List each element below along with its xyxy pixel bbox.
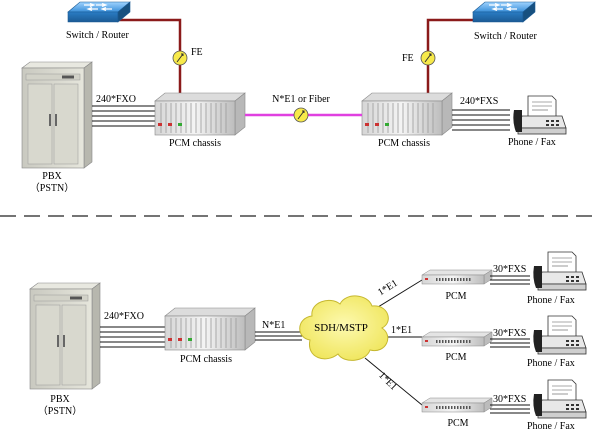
pcm-unit-1-icon bbox=[421, 269, 493, 285]
pcm-label-3: PCM bbox=[447, 418, 469, 429]
fe-converter-right-icon bbox=[420, 50, 436, 66]
switch-router-right-label: Switch / Router bbox=[474, 31, 537, 42]
pcm-unit-3-icon bbox=[421, 397, 493, 413]
pcm-chassis-left-label: PCM chassis bbox=[169, 138, 221, 149]
ne1-lines bbox=[255, 331, 302, 341]
ne1-label: N*E1 bbox=[262, 320, 286, 331]
fxs-label-1: 30*FXS bbox=[493, 264, 527, 275]
pstn-bottom-label: （PSTN） bbox=[37, 406, 83, 417]
fxo-label-bottom: 240*FXO bbox=[104, 311, 145, 322]
pbx-top-label: PBX bbox=[42, 171, 62, 182]
sdh-mstp-cloud bbox=[299, 295, 389, 361]
fxs-lines-top bbox=[452, 109, 510, 131]
fxo-lines-top bbox=[92, 105, 158, 127]
pbx-top-icon bbox=[21, 61, 93, 169]
phone-fax-2-icon bbox=[532, 315, 587, 355]
fe-left-label: FE bbox=[191, 47, 203, 58]
fxs-label-top: 240*FXS bbox=[460, 96, 499, 107]
switch-router-left-label: Switch / Router bbox=[66, 30, 129, 41]
fxo-label-top: 240*FXO bbox=[96, 94, 137, 105]
phone-fax-top-icon bbox=[512, 95, 567, 135]
switch-router-right-icon bbox=[472, 1, 536, 23]
phone-fax-1-label: Phone / Fax bbox=[527, 295, 575, 306]
fxs-lines-branch-3 bbox=[490, 404, 530, 414]
pbx-bottom-label: PBX bbox=[50, 394, 70, 405]
phone-fax-2-label: Phone / Fax bbox=[527, 358, 575, 369]
phone-fax-1-icon bbox=[532, 251, 587, 291]
fxs-label-2: 30*FXS bbox=[493, 328, 527, 339]
pcm-chassis-top-right-icon bbox=[361, 92, 453, 136]
switch-router-left-icon bbox=[67, 1, 131, 23]
pstn-top-label: （PSTN） bbox=[29, 183, 75, 194]
fxs-lines-branch-2 bbox=[490, 338, 530, 348]
fe-converter-left-icon bbox=[172, 50, 188, 66]
phone-fax-top-label: Phone / Fax bbox=[508, 137, 556, 148]
pcm-chassis-top-left-icon bbox=[154, 92, 246, 136]
pcm-chassis-bottom-label: PCM chassis bbox=[180, 354, 232, 365]
fe-link-right bbox=[426, 18, 473, 93]
pcm-chassis-right-label: PCM chassis bbox=[378, 138, 430, 149]
fxs-label-3: 30*FXS bbox=[493, 394, 527, 405]
pcm-chassis-bottom-icon bbox=[164, 307, 256, 351]
pcm-unit-2-icon bbox=[421, 331, 493, 347]
pcm-label-1: PCM bbox=[445, 291, 467, 302]
pcm-label-2: PCM bbox=[445, 352, 467, 363]
fxo-lines-bottom bbox=[100, 326, 165, 348]
fe-right-label: FE bbox=[402, 53, 414, 64]
fe-link-left bbox=[103, 18, 182, 93]
fiber-link-label: N*E1 or Fiber bbox=[272, 94, 330, 105]
pbx-bottom-icon bbox=[29, 282, 101, 390]
phone-fax-3-icon bbox=[532, 379, 587, 419]
fiber-converter-icon bbox=[293, 107, 309, 123]
cloud-label: SDH/MSTP bbox=[314, 322, 368, 334]
e1-label-2: 1*E1 bbox=[391, 325, 413, 336]
fxs-lines-branch-1 bbox=[490, 275, 530, 285]
phone-fax-3-label: Phone / Fax bbox=[527, 421, 575, 432]
